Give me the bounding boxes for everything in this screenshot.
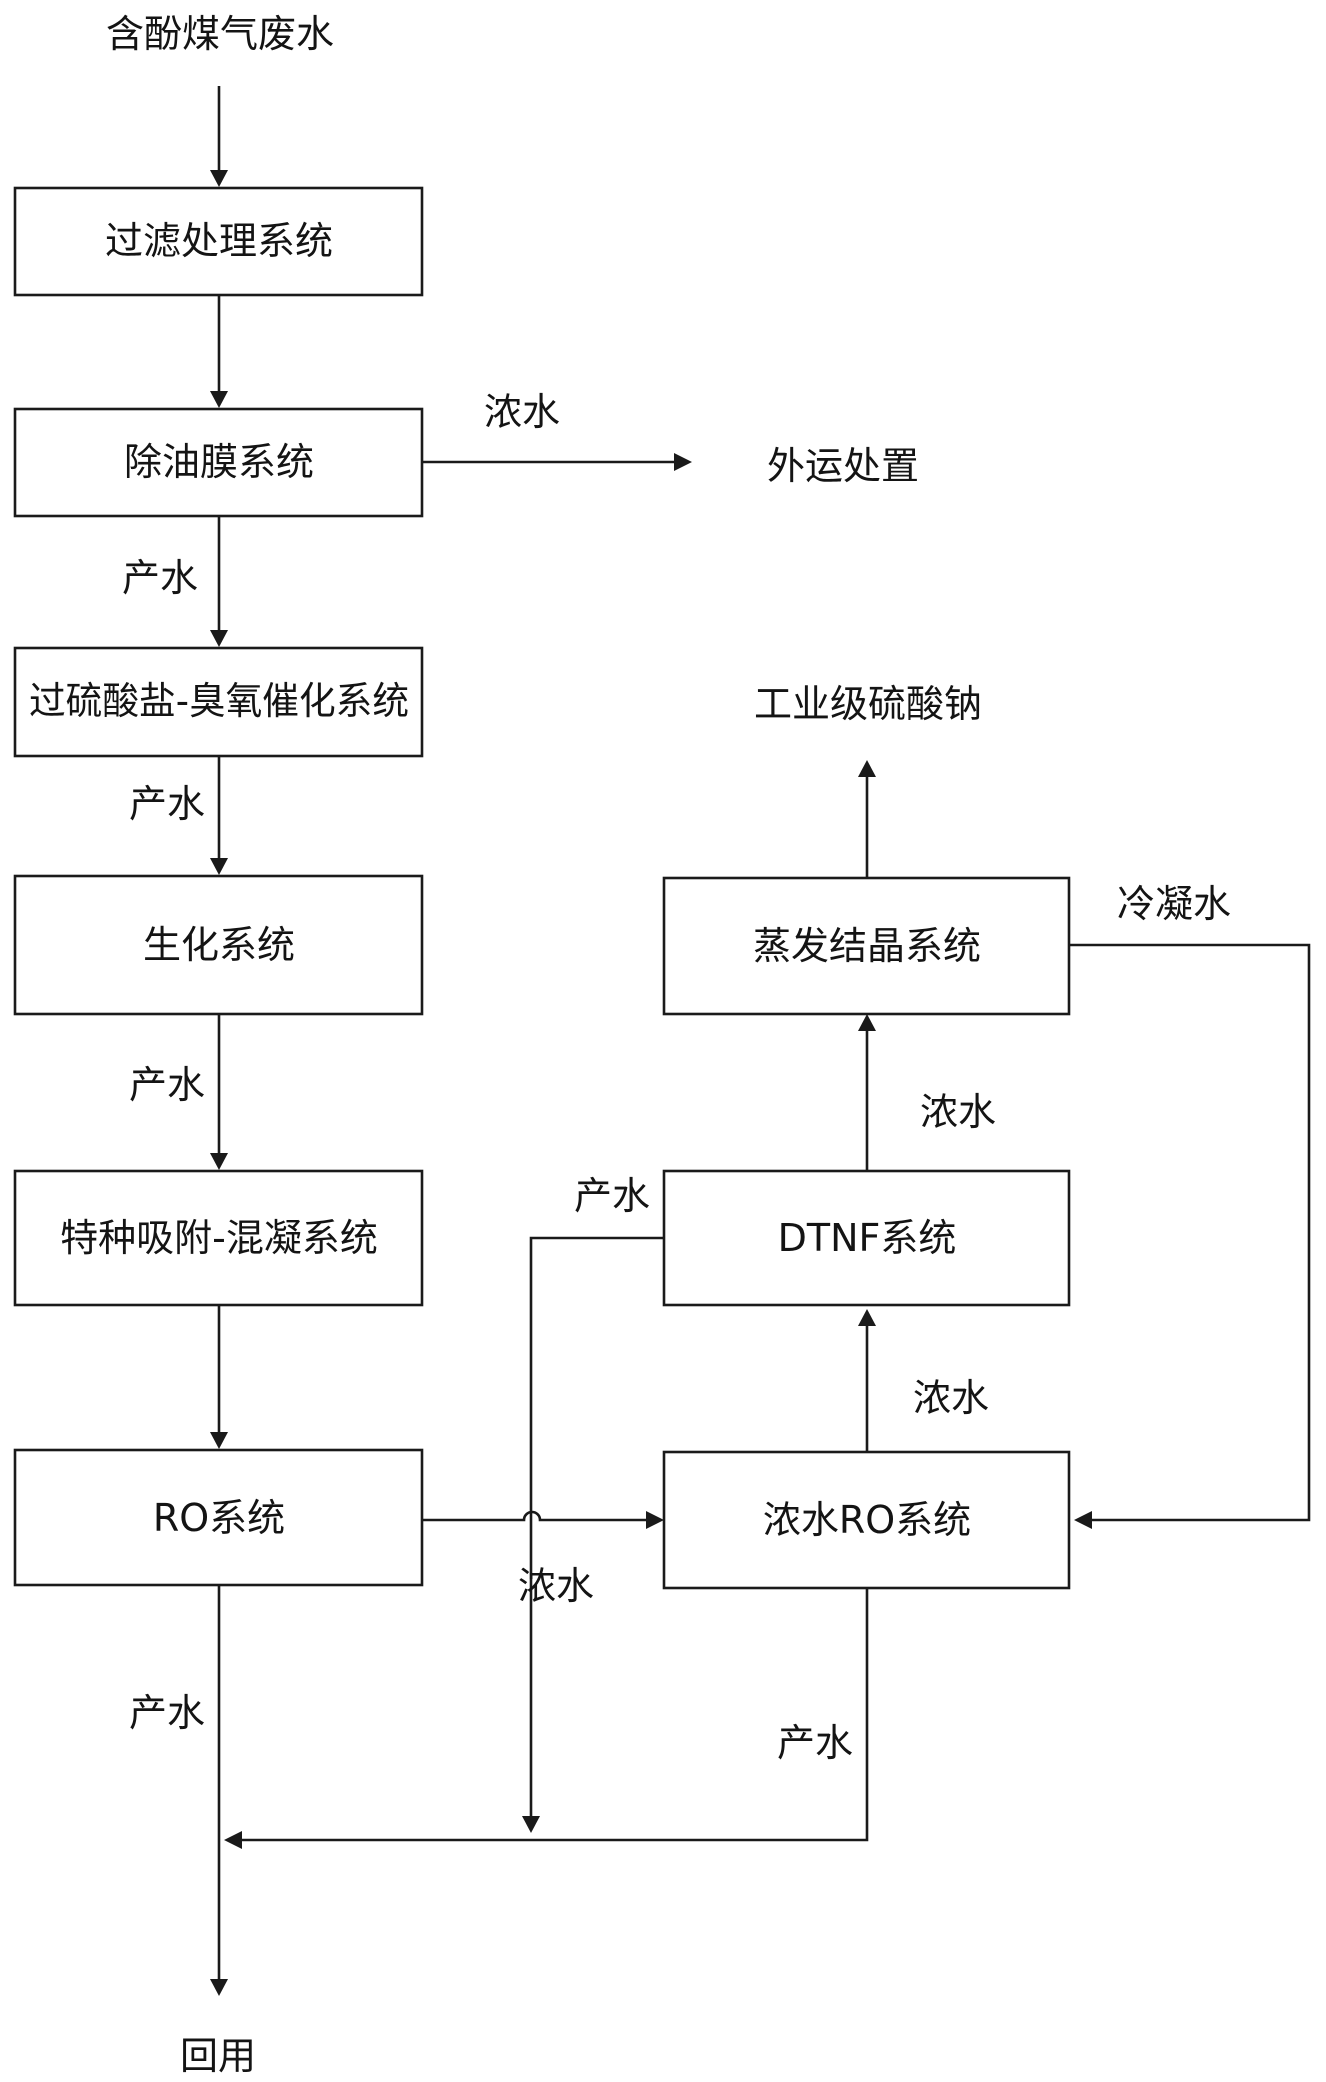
input-label: 含酚煤气废水 [106,12,334,56]
box-filter [13,186,424,297]
label-oil-product: 产水 [122,556,198,600]
label-conc-ro-concentrate: 浓水 [913,1376,989,1420]
box-biochem-label: 生化系统 [143,923,295,967]
arrowhead [224,1831,242,1849]
arrowhead [522,1816,540,1833]
label-dtnf-concentrate: 浓水 [920,1090,996,1134]
label-persulfate-product: 产水 [129,782,205,826]
arrowhead [646,1511,664,1529]
arrowhead [1074,1511,1092,1529]
arrowhead [858,760,876,777]
arrowhead [210,1432,228,1449]
arrowhead [210,170,228,187]
arrowhead [210,1979,228,1996]
output-external-disposal: 外运处置 [767,444,919,488]
box-dtnf [662,1169,1071,1307]
box-evap-label: 蒸发结晶系统 [753,924,981,968]
arrowhead [858,1309,876,1326]
arrowhead [210,630,228,647]
box-persulfate-ozone [13,646,424,758]
box-persulfate-ozone-label: 过硫酸盐-臭氧催化系统 [29,679,409,723]
box-conc-ro [662,1450,1071,1590]
box-filter-label: 过滤处理系统 [105,219,333,263]
connector-ro-conc-ro [423,1510,648,1522]
box-oil-membrane [13,407,424,518]
arrowhead [210,858,228,875]
output-reuse: 回用 [180,2034,256,2078]
arrowhead [210,1153,228,1170]
label-conc-ro-product: 产水 [777,1721,853,1765]
box-ro-label: RO系统 [153,1496,285,1540]
arrowhead [674,453,692,471]
box-evap [662,876,1071,1016]
connector-dtnf-product [529,1236,664,1818]
output-sodium-sulfate: 工业级硫酸钠 [754,682,982,726]
box-adsorption-label: 特种吸附-混凝系统 [60,1216,378,1260]
label-dtnf-product: 产水 [574,1174,650,1218]
box-oil-membrane-label: 除油膜系统 [124,440,314,484]
label-ro-concentrate: 浓水 [518,1564,594,1608]
label-ro-product: 产水 [129,1691,205,1735]
box-adsorption [13,1169,424,1307]
connector-conc-ro-product [240,1589,869,1842]
box-ro [13,1448,424,1587]
box-conc-ro-label: 浓水RO系统 [763,1498,971,1542]
label-condensate: 冷凝水 [1117,882,1231,926]
box-dtnf-label: DTNF系统 [778,1216,957,1260]
arrowhead [858,1014,876,1031]
connector-condensate-loop [1070,943,1311,1522]
box-biochem [13,874,424,1016]
label-biochem-product: 产水 [129,1063,205,1107]
arrowhead [210,391,228,408]
label-oil-concentrate: 浓水 [484,390,560,434]
